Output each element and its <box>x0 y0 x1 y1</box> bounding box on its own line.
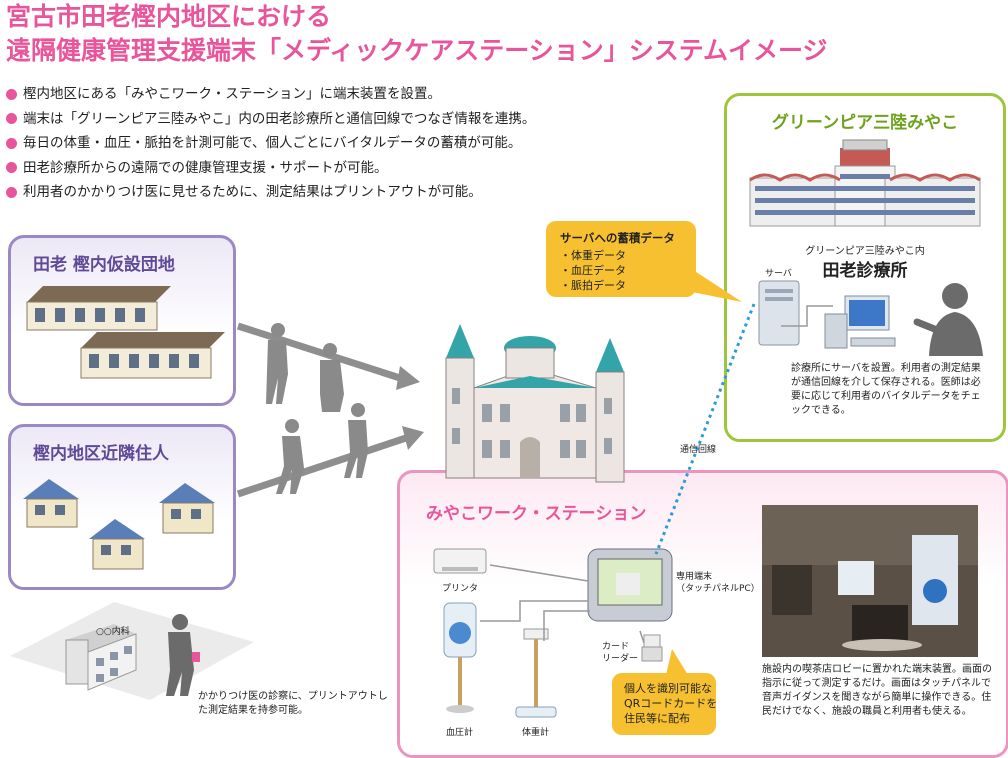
communication-line <box>654 303 756 555</box>
card-reader-icon <box>641 634 663 662</box>
server-data-callout: サーバへの蓄積データ ・体重データ ・血圧データ ・脈拍データ <box>546 221 696 297</box>
server-data-title: サーバへの蓄積データ <box>560 231 675 245</box>
bullet-dot-icon <box>6 137 17 149</box>
qr-card-callout: 個人を識別可能な QRコードカードを 住民等に配布 <box>612 673 717 735</box>
clinic-note: 診療所にサーバを設置。利用者の測定結果が通信回線を介して保存される。医師は必要に… <box>791 363 981 416</box>
neighbors-title: 樫内地区近隣住人 <box>33 444 169 464</box>
doctor-note: かかりつけ医の診察に、プリントアウトした測定結果を持参可能。 <box>198 691 388 716</box>
server-label: サーバ <box>765 269 792 279</box>
terminal-photo <box>762 505 978 657</box>
bullet-dot-icon <box>6 113 17 125</box>
walking-residents-arrows <box>236 322 424 498</box>
family-doctor-scene <box>10 602 254 700</box>
blood-pressure-label: 血圧計 <box>446 728 474 738</box>
temporary-housing-icon <box>26 286 225 379</box>
terminal-sublabel: （タッチパネルPC） <box>676 584 760 594</box>
bullet-item: 毎日の体重・血圧・脈拍を計測可能で、個人ごとにバイタルデータの蓄積が可能。 <box>6 131 535 156</box>
qr-callout-pointer <box>666 649 688 675</box>
card-reader-label: カード リーダー <box>602 642 639 664</box>
callout-pointer <box>690 268 742 302</box>
bullet-dot-icon <box>6 88 17 100</box>
doctor-silhouette-icon <box>913 283 983 356</box>
bullet-item: 樫内地区にある「みやこワーク・ステーション」に端末装置を設置。 <box>6 82 535 107</box>
neighbors-panel: 樫内地区近隣住人 <box>8 424 236 590</box>
terminal-label: 専用端末 <box>676 572 713 582</box>
bullet-dot-icon <box>6 186 17 198</box>
page-title-line1: 宮古市田老樫内地区における <box>6 2 332 31</box>
bullet-item: 田老診療所からの遠隔での健康管理支援・サポートが可能。 <box>6 156 535 181</box>
server-connection-line <box>781 305 833 327</box>
bullet-item: 利用者のかかりつけ医に見せるために、測定結果はプリントアウトが可能。 <box>6 180 535 205</box>
printer-icon <box>433 548 487 574</box>
server-data-items: ・体重データ ・血圧データ ・脈拍データ <box>560 249 626 292</box>
greenpia-title: グリーンピア三陸みやこ <box>771 113 959 133</box>
neighborhood-houses-icon <box>23 479 215 570</box>
workstation-title: みやこワーク・ステーション <box>426 504 647 524</box>
housing-title: 田老 樫内仮設団地 <box>33 255 175 275</box>
clinic-name: 田老診療所 <box>822 261 908 281</box>
bullet-item: 端末は「グリーンピア三陸みやこ」内の田老診療所と通信回線でつなぎ情報を連携。 <box>6 107 535 132</box>
photo-note: 施設内の喫茶店ロビーに置かれた端末装置。画面の指示に従って測定するだけ。画面はタ… <box>762 664 992 717</box>
weight-scale-label: 体重計 <box>522 728 550 738</box>
bullet-dot-icon <box>6 162 17 174</box>
weight-scale-icon <box>515 628 557 718</box>
clinic-subtitle: グリーンピア三陸みやこ内 <box>805 246 925 257</box>
communication-line-label: 通信回線 <box>680 445 717 455</box>
touch-panel-terminal-icon <box>587 548 673 622</box>
housing-panel: 田老 樫内仮設団地 <box>8 235 236 406</box>
page-title-line2: 遠隔健康管理支援端末「メディックケアステーション」システムイメージ <box>6 36 828 65</box>
server-icon <box>758 280 800 346</box>
workstation-building-icon <box>445 324 625 483</box>
workstation-panel: みやこワーク・ステーション プリンタ 血圧計 体重計 専用端末 （タッチパネルP… <box>397 470 1008 758</box>
greenpia-panel: グリーンピア三陸みやこ グリーンピア三陸みやこ内 田老診療所 サーバ <box>724 93 1006 442</box>
doctor-building-label: ○○内科 <box>96 627 130 637</box>
hotel-building-icon <box>749 139 981 227</box>
blood-pressure-monitor-icon <box>443 602 477 713</box>
bullet-list: 樫内地区にある「みやこワーク・ステーション」に端末装置を設置。 端末は「グリーン… <box>6 82 535 205</box>
printer-label: プリンタ <box>442 584 479 594</box>
computer-icon <box>824 295 896 349</box>
